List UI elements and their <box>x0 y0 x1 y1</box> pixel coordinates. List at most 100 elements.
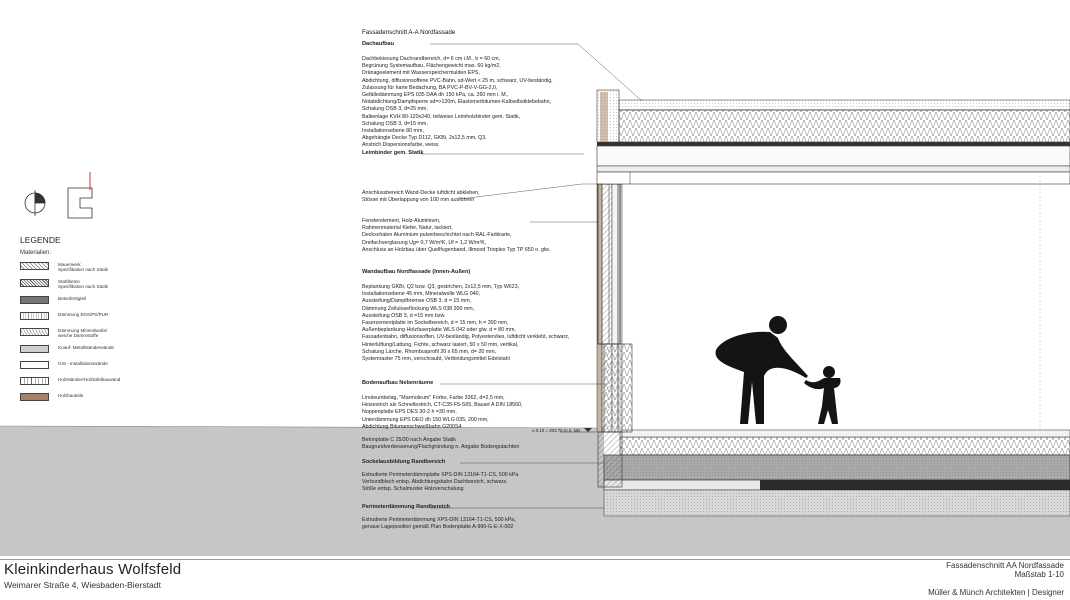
dachaufbau-line: Abdichtung, diffusionsoffene PVC-Bahn, s… <box>362 77 553 84</box>
wand-line: Aussteifung OSB 3, d =15 mm bzw. <box>362 312 446 319</box>
wand-line: Hinterlüftung/Lattung, Fichte, schwarz l… <box>362 341 519 348</box>
level-triangle <box>584 428 592 432</box>
betonplatte-line: Betonplatte C 25/30 nach Angabe Statik <box>362 437 456 443</box>
section-symbol <box>24 172 93 219</box>
wand-line: Außenbeplankung Holzfaserplatte WLS 042 … <box>362 327 516 334</box>
dachaufbau-line: Schalung OSB 3, d=25 mm, <box>362 106 428 113</box>
legend-label: Betonfertigteil <box>58 296 87 301</box>
roof-green <box>618 99 1070 111</box>
legend-swatch <box>20 296 49 304</box>
perimeter-heading: Perimeterdämmung Randbereich <box>362 504 450 510</box>
roof-insulation <box>618 109 1070 143</box>
betonplatte-line: Baugrundverbesserung/Flachgründung n. An… <box>362 444 520 451</box>
architects-credit: Müller & Münch Architekten | Designer <box>928 588 1064 597</box>
dachaufbau-line: Installationsebene 80 mm, <box>362 128 424 135</box>
dachaufbau-line: Schalung OSB 3, d=15 mm, <box>362 120 428 127</box>
legend-swatch <box>20 328 49 336</box>
legend-subtitle: Materialien: <box>20 250 52 256</box>
legend-item-gis: GIS - Installationswände <box>20 361 220 370</box>
floor-screed <box>619 429 1070 438</box>
anschluss-note: Anschlussbereich Wand-Decke luftdicht ab… <box>362 190 480 204</box>
fenster-line: Deckschalen Aluminium pulverbeschichtet … <box>362 232 512 239</box>
dachaufbau-heading: Dachaufbau <box>362 41 395 47</box>
section-title: Fassadenschnitt A-A Nordfassade <box>362 29 456 36</box>
boden-list: Linoleumbelag, "Marmoleum" Forbo, Farbe … <box>362 395 522 431</box>
legend-swatch <box>20 279 49 287</box>
legend-swatch <box>20 262 49 270</box>
footer-divider <box>0 559 1070 560</box>
legend-label: Holzständer/Holztafelbauwand <box>58 377 121 382</box>
dachaufbau-line: Anstrich Dispersionsfarbe, weiss <box>362 142 439 149</box>
dachaufbau-list: Dachbekiesung Dachrandbereich, d= 6 cm i… <box>362 56 553 150</box>
legend-item-mineralwolle: Dämmung Mineralwolle/ weiche Dämmstoffe <box>20 328 220 339</box>
boden-line: Unterdämmung EPS DEO dh 150 WLG 035, 200… <box>362 416 489 423</box>
legend-swatch <box>20 361 49 369</box>
fenster-line: Anschluss an Holzbau über Quellfugenband… <box>362 246 551 253</box>
ground-outline <box>0 425 605 429</box>
wand-line: Dämmung Zelluloseflockung WLS 038 200 mm… <box>362 305 475 312</box>
fenster-note: Fensterelement, Holz-Aluminium, Rahmenma… <box>362 218 550 254</box>
legend-item-betonfertigteil: Betonfertigteil <box>20 296 220 305</box>
sockel-line: Stöße entsp. Schalmuster Holzverschalung <box>362 486 464 493</box>
betonplatte-note: Betonplatte C 25/30 nach Angabe Statik B… <box>362 437 519 451</box>
dachaufbau-line: Notabdichtung/Dampfsperre sd=>120m, Elas… <box>362 99 552 106</box>
anschluss-line: Anschlussbereich Wand-Decke luftdicht ab… <box>362 190 480 196</box>
subgrade-dark <box>760 480 1070 490</box>
legend-swatch <box>20 377 49 385</box>
sockel-plinth <box>597 431 623 488</box>
dachaufbau-line: Abgehängte Decke Typ D112, GKBi, 2x12,5 … <box>362 135 487 142</box>
dachaufbau-line: Gefälledämmung EPS 035 DAA dh 150 kPa, c… <box>362 92 509 99</box>
legend-swatch <box>20 345 49 353</box>
subgrade-texture <box>604 490 1070 516</box>
dachaufbau-line: Begrünung Systemaufbau, Flächengewicht m… <box>362 63 501 70</box>
legend-swatch <box>20 393 49 401</box>
boden-line: Noppenplatte EPS DES 30-2 h =30 mm, <box>362 409 457 416</box>
boden-line: Heizestrich als Schnellestrich, CT-C35-F… <box>362 402 523 409</box>
ceiling-board <box>596 171 1070 185</box>
fenster-line: Dreifachverglasung Ug= 0,7 W/m²K, Uf = 1… <box>362 239 487 246</box>
perimeter-line: Extrudierte Perimeterdämmung XPS-DIN 131… <box>362 517 516 523</box>
legend-label: Dämmung EDS/PS/PUR <box>58 312 109 317</box>
anschluss-line: Stösse mit Überlappung von 100 mm ausfüh… <box>362 197 475 204</box>
perimeter-list: Extrudierte Perimeterdämmung XPS-DIN 131… <box>362 517 516 531</box>
wand-line: Aussteifung/Dampfbremse OSB 3, d = 15 mm… <box>362 298 472 305</box>
wand-line: Systemraster 75 mm, verschraubt, Verbind… <box>362 356 510 363</box>
wand-list: Beplankung GKBi, Q2 bzw. Q3, gestrichen,… <box>362 284 569 363</box>
boden-line: Linoleumbelag, "Marmoleum" Forbo, Farbe … <box>362 395 505 401</box>
drawing-scale: Maßstab 1-10 <box>1014 570 1064 579</box>
dachaufbau-line: Dränageelement mit Wasserspeichermulden … <box>362 70 480 77</box>
legend-title: LEGENDE <box>20 235 61 245</box>
sockel-heading: Sockelausbildung Randbereich <box>362 459 446 465</box>
project-address: Weimarer Straße 4, Wiesbaden-Bierstadt <box>4 580 161 590</box>
legend-item-daemmung-eds: Dämmung EDS/PS/PUR <box>20 312 220 321</box>
legend-item-holzbauteile: Holzbauteile <box>20 393 220 402</box>
legend-label: GIS - Installationswände <box>58 361 108 366</box>
roof-beam <box>596 145 1070 167</box>
drawing-name: Fassadenschnitt AA Nordfassade <box>946 561 1064 570</box>
wand-line: Schalung Lärche, Rhombusprofil 20 x 65 m… <box>362 348 497 355</box>
legend-item-knauf: Knauf- Metallständerwände <box>20 345 220 354</box>
legend-item-mauerwerk: Mauerwerk Spezifikation nach Statik <box>20 262 220 273</box>
dachaufbau-line: Balkenlage KVH 80-120x240, teilweise Lei… <box>362 113 521 120</box>
legend-label: Dämmung Mineralwolle/ weiche Dämmstoffe <box>58 328 108 339</box>
floor-slab-texture <box>604 455 1070 480</box>
level-label: ± 0.10 = 203,70 m ü. NN <box>532 428 580 433</box>
wand-line: Faserzementplatte im Sockelbereich, d = … <box>362 320 509 327</box>
project-title: Kleinkinderhaus Wolfsfeld <box>4 561 182 578</box>
roof-membrane <box>597 142 1070 146</box>
wand-line: Installationsebene 45 mm, Mineralwolle W… <box>362 291 481 298</box>
legend-swatch <box>20 312 49 320</box>
legend-item-holzstaender: Holzständer/Holztafelbauwand <box>20 377 220 386</box>
wand-line: Beplankung GKBi, Q2 bzw. Q3, gestrichen,… <box>362 284 520 290</box>
legend-label: Mauerwerk Spezifikation nach Statik <box>58 262 109 273</box>
dachaufbau-line: Zulassung für harte Bedachung, BA PVC-P-… <box>362 84 498 91</box>
floor-insulation <box>619 436 1070 456</box>
scale-figures <box>715 316 841 424</box>
fenster-line: Fensterelement, Holz-Aluminium, <box>362 218 441 224</box>
sockel-insulation <box>603 343 633 433</box>
boden-heading: Bodenaufbau Nebenräume <box>362 380 434 386</box>
sockel-list: Extrudierte Perimeterdämmplatte XPS-DIN … <box>362 472 518 494</box>
wand-heading: Wandaufbau Nordfassade (Innen-Außen) <box>362 269 471 275</box>
boden-line: Abdichtung Bitumenschweißbahn G200S4 <box>362 423 462 430</box>
